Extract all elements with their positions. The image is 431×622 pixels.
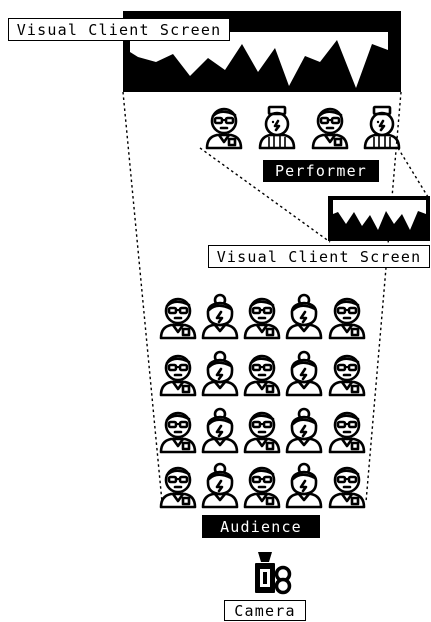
person-with-glasses-icon [243, 411, 281, 454]
person-with-cap-icon [258, 105, 296, 150]
audience-grid [159, 293, 366, 509]
woman-with-bun-icon [201, 350, 239, 397]
person-with-glasses-icon [159, 354, 197, 397]
person-with-glasses-icon [328, 411, 366, 454]
woman-with-bun-icon [285, 293, 323, 340]
camera-icon [255, 552, 292, 595]
woman-with-bun-icon [201, 293, 239, 340]
person-with-glasses-icon [159, 297, 197, 340]
person-with-glasses-icon [243, 354, 281, 397]
person-with-glasses-icon [328, 466, 366, 509]
person-with-glasses-icon [243, 466, 281, 509]
projection-lines [122, 91, 429, 503]
woman-with-bun-icon [201, 407, 239, 454]
performer-label: Performer [263, 160, 379, 182]
woman-with-bun-icon [201, 462, 239, 509]
person-with-glasses-icon [328, 354, 366, 397]
person-with-cap-icon [363, 105, 401, 150]
woman-with-bun-icon [285, 407, 323, 454]
side-screen [328, 196, 430, 241]
person-with-glasses-icon [243, 297, 281, 340]
person-with-glasses-icon [328, 297, 366, 340]
side-screen-label: Visual Client Screen [208, 245, 430, 268]
main-screen [123, 11, 401, 92]
person-with-glasses-icon [205, 107, 243, 150]
person-with-glasses-icon [159, 411, 197, 454]
person-with-glasses-icon [311, 107, 349, 150]
camera-label: Camera [224, 600, 306, 621]
woman-with-bun-icon [285, 350, 323, 397]
woman-with-bun-icon [285, 462, 323, 509]
audience-label: Audience [202, 515, 320, 538]
main-screen-label: Visual Client Screen [8, 18, 230, 41]
person-with-glasses-icon [159, 466, 197, 509]
performer-row [205, 105, 401, 150]
